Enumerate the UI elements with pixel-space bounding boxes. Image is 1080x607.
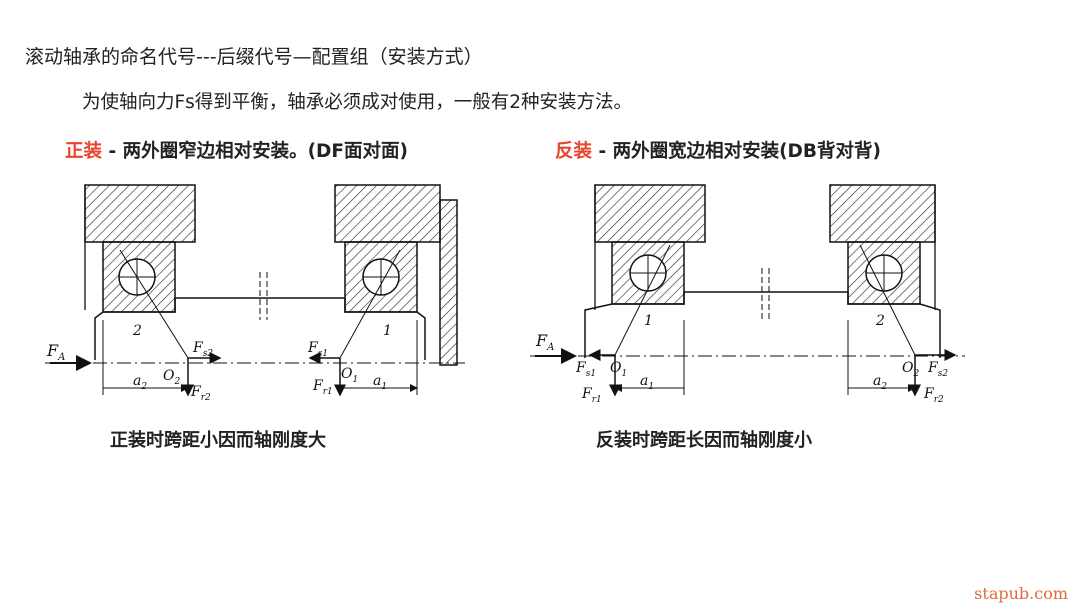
page-subtitle: 为使轴向力Fs得到平衡，轴承必须成对使用，一般有2种安装方法。 <box>82 92 633 113</box>
bearing-2-right <box>847 241 921 356</box>
label-a1-right: a1 <box>640 373 654 392</box>
label-fs1-left: Fs1 <box>307 340 328 359</box>
caption-left: 正装时跨距小因而轴刚度大 <box>110 430 326 451</box>
heading-rest-left: - 两外圈窄边相对安装。(DF面对面) <box>102 141 408 162</box>
label-o1-right: O1 <box>610 360 627 379</box>
heading-face-to-face: 正装 - 两外圈窄边相对安装。(DF面对面) <box>65 137 408 163</box>
housing-left <box>84 184 458 366</box>
label-a2-left: a2 <box>133 373 147 392</box>
label-o2-right: O2 <box>902 360 919 379</box>
heading-rest-right: - 两外圈宽边相对安装(DB背对背) <box>592 141 881 162</box>
label-fr1-right: Fr1 <box>581 386 602 405</box>
label-fs1-right: Fs1 <box>575 360 596 379</box>
bearing-1-left <box>339 241 418 359</box>
label-o1-left: O1 <box>341 366 358 385</box>
shaft-left <box>45 272 465 364</box>
diagram-back-to-back: FA 1 2 O1 O2 Fs1 Fs2 Fr1 Fr2 a1 a2 <box>530 184 965 405</box>
housing-right <box>594 184 936 310</box>
dimension-lines-right <box>614 320 916 395</box>
heading-key-right: 反装 <box>555 141 593 162</box>
label-a1-left: a1 <box>373 373 387 392</box>
bearing-1-right <box>611 241 685 356</box>
caption-right: 反装时跨距长因而轴刚度小 <box>596 430 812 451</box>
heading-key-left: 正装 <box>65 141 103 162</box>
dimension-lines-left <box>102 320 418 395</box>
bearing-2-left <box>102 241 189 359</box>
label-fs2-right: Fs2 <box>927 360 948 379</box>
diagram-face-to-face: FA 2 1 O2 O1 Fs2 Fs1 Fr2 Fr1 a2 a1 <box>45 184 465 403</box>
label-o2-left: O2 <box>163 368 180 387</box>
label-fr1-left: Fr1 <box>312 378 333 397</box>
force-arrows-left <box>50 352 346 397</box>
label-bearing-2-left: 2 <box>132 323 142 339</box>
label-fa-right: FA <box>535 331 554 353</box>
label-bearing-1-right: 1 <box>644 313 653 329</box>
watermark: stapub.com <box>974 584 1068 603</box>
label-bearing-1-left: 1 <box>383 323 392 339</box>
label-bearing-2-right: 2 <box>875 313 885 329</box>
label-fa-left: FA <box>46 341 65 363</box>
label-fs2-left: Fs2 <box>192 340 213 359</box>
label-fr2-left: Fr2 <box>190 384 211 403</box>
heading-back-to-back: 反装 - 两外圈宽边相对安装(DB背对背) <box>555 137 881 163</box>
label-fr2-right: Fr2 <box>923 386 944 405</box>
shaft-right <box>530 268 965 358</box>
force-arrows-right <box>535 348 957 397</box>
label-a2-right: a2 <box>873 373 887 392</box>
page-title: 滚动轴承的命名代号---后缀代号—配置组（安装方式） <box>25 46 483 68</box>
